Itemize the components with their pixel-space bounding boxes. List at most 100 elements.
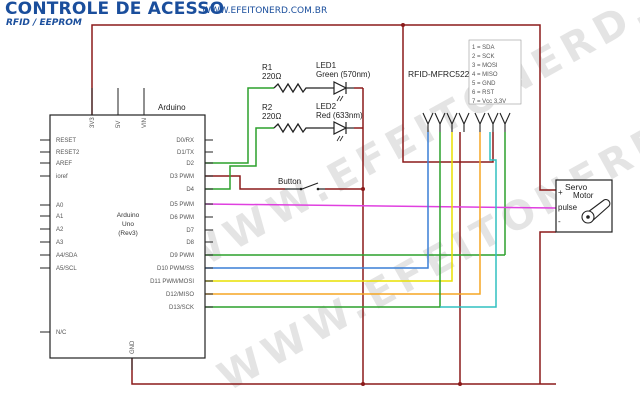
button-contact: [301, 182, 319, 190]
rfid-module: RFID-MFRC522 1 = SDA 2 = SCK 3 = MOSI 4 …: [408, 39, 522, 132]
junction-gnd-rfid: [458, 382, 462, 386]
pin-label-d9-pwm: D9 PWM: [170, 253, 194, 259]
r2-name: R2: [262, 103, 273, 112]
rfid-legend-7: 7 = Vcc 3,3V: [472, 99, 506, 105]
pin-label-d12-miso: D12/MISO: [166, 292, 194, 298]
pin-label-d5-pwm: D5 PWM: [170, 202, 194, 208]
sck-cyan-wire: [440, 132, 497, 308]
mosi-wire: [205, 132, 453, 282]
servo-motor: Servo Motor + pulse -: [555, 179, 613, 233]
led1-desc: Green (570nm): [316, 70, 371, 79]
rfid-legend-1: 1 = SDA: [472, 45, 495, 51]
rfid-pin-5-icon: [474, 112, 486, 132]
rfid-legend-2: 2 = SCK: [472, 54, 495, 60]
vcc-top-wire: [91, 24, 556, 191]
pin-label-d8: D8: [186, 240, 194, 246]
junction-led-button: [361, 187, 365, 191]
pin-label-a0: A0: [56, 203, 64, 209]
pin-label-gnd: GND: [130, 340, 136, 354]
pin-label-d4: D4: [186, 187, 194, 193]
rfid-legend-3: 3 = MOSI: [472, 63, 498, 69]
button-label: Button: [278, 177, 301, 186]
push-button: Button: [278, 177, 325, 191]
servo-name: Servo: [565, 182, 587, 192]
arduino-left-pins: RESETRESET2AREFiorefA0A1A2A3A4/SDAA5/SCL…: [40, 138, 80, 336]
button-terminal-left: [299, 187, 303, 191]
resistor-r1: R1 220Ω: [262, 63, 320, 94]
page-title: CONTROLE DE ACESSO: [5, 0, 225, 19]
resistor-r2: R2 220Ω: [262, 103, 320, 134]
led2-desc: Red (633nm): [316, 111, 363, 120]
pin-label-d0-rx: D0/RX: [176, 138, 194, 144]
arduino-label: Arduino: [158, 103, 186, 112]
rfid-gnd-drop: [402, 25, 494, 163]
led1-name: LED1: [316, 61, 337, 70]
pin-label-d2: D2: [186, 161, 194, 167]
servo-pin-plus: +: [558, 188, 563, 197]
spi-wires: [205, 132, 497, 308]
pin-label-d1-tx: D1/TX: [177, 150, 194, 156]
d3-to-button: [205, 175, 285, 190]
pin-label-aref: AREF: [56, 161, 72, 167]
rfid-pin-4-icon: [458, 112, 470, 132]
arduino-center-line-1: Arduino: [117, 212, 140, 219]
pin-label-d13-sck: D13/SCK: [169, 305, 194, 311]
servo-pin-pulse: pulse: [558, 203, 578, 212]
junction-rfid-gnd: [401, 23, 405, 27]
led2-name: LED2: [316, 102, 337, 111]
sda-wire: [205, 132, 429, 269]
r1-value: 220Ω: [262, 72, 281, 81]
gnd-bottom-wire: [131, 231, 556, 385]
rfid-legend-5: 5 = GND: [472, 81, 496, 87]
page-subtitle: RFID / EEPROM: [6, 18, 82, 28]
led1-diode-icon: [333, 81, 348, 95]
rfid-legend-6: 6 = RST: [472, 90, 495, 96]
rfid-antenna-pins: [422, 112, 511, 132]
rfid-pin-legend-box: [468, 39, 522, 105]
watermark-upper: WWW.EFEITONERD.COM.BR: [173, 0, 640, 284]
pin-label-reset2: RESET2: [56, 150, 80, 156]
power-wires: [91, 24, 556, 385]
r2-zigzag: [273, 122, 320, 134]
pin-label-vin: VIN: [142, 118, 148, 128]
pin-label-a5-scl: A5/SCL: [56, 266, 77, 272]
rfid-pin-1-icon: [422, 112, 434, 132]
pin-label-reset: RESET: [56, 138, 76, 144]
rfid-pin-2-icon: [434, 112, 446, 132]
pin-label-d6-pwm: D6 PWM: [170, 215, 194, 221]
led1-emission-icon: [336, 95, 344, 102]
arduino-board: Arduino Arduino Uno (Rev3) 3V3 5V VIN GN…: [40, 88, 213, 370]
r1-zigzag: [273, 82, 320, 94]
pin-label-d7: D7: [186, 228, 194, 234]
servo-pin-minus: -: [558, 217, 561, 226]
pin-label-d3-pwm: D3 PWM: [170, 174, 194, 180]
pin-label-n-c: N/C: [56, 330, 67, 336]
pin-label-a2: A2: [56, 227, 64, 233]
d2-to-r1: [205, 87, 274, 164]
servo-shaft-center: [586, 215, 590, 219]
button-terminal-right: [316, 187, 320, 191]
d4-to-r2: [205, 127, 274, 190]
led2-red: LED2 Red (633nm): [316, 102, 363, 142]
pin-label-3v3: 3V3: [90, 117, 96, 128]
rfid-legend-4: 4 = MISO: [472, 72, 498, 78]
servo-subname: Motor: [573, 191, 594, 200]
arduino-top-pins: [91, 88, 145, 370]
pin-label-5v: 5V: [116, 121, 122, 128]
rfid-pin-6-icon: [487, 112, 499, 132]
website-url: WWW.EFEITONERD.COM.BR: [202, 6, 328, 16]
pin-label-ioref: ioref: [56, 174, 68, 180]
arduino-body: [49, 114, 206, 359]
pin-label-a1: A1: [56, 214, 64, 220]
led2-emission-icon: [336, 135, 344, 142]
arduino-center-line-2: Uno: [122, 221, 134, 228]
led-wires: [205, 87, 506, 256]
pin-label-a4-sda: A4/SDA: [56, 253, 77, 259]
r2-value: 220Ω: [262, 112, 281, 121]
led2-diode-icon: [333, 121, 348, 135]
junction-dots: [361, 23, 462, 386]
junction-gnd-led: [361, 382, 365, 386]
